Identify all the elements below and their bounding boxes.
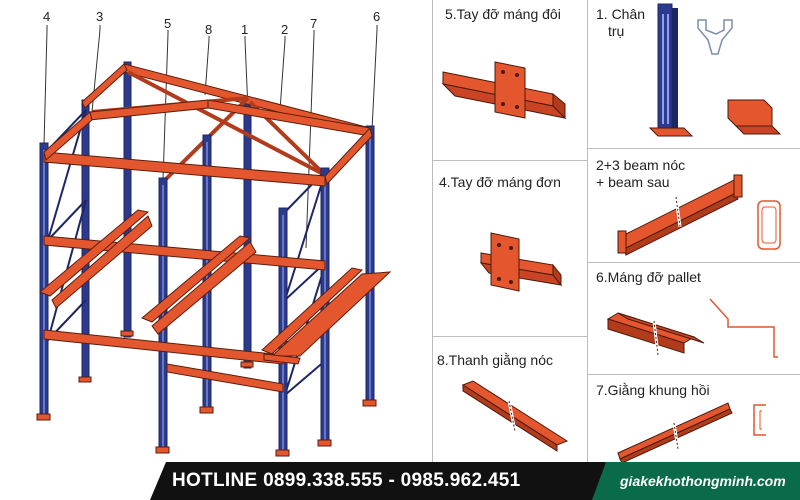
top-brace-illustration: [461, 380, 569, 452]
frame-brace-illustration: [617, 402, 766, 462]
panel-label: 4.Tay đỡ máng đơn: [439, 174, 561, 190]
callout-numbers: 4 3 5 8 1 2 7 6: [43, 9, 380, 37]
website-link[interactable]: giakekhothongminh.com: [620, 473, 786, 489]
single-arm-bracket-illustration: [479, 232, 563, 292]
callout-leaders: [43, 25, 378, 249]
upright-column-illustration: [648, 3, 782, 137]
divider-h-right-2: [587, 262, 800, 263]
panel-label: 8.Thanh giằng nóc: [437, 352, 553, 368]
divider-h-left-1: [432, 160, 587, 161]
panel-label-line1: 1. Chân: [596, 6, 646, 22]
divider-h-right-3: [587, 374, 800, 375]
front-beams: [43, 99, 373, 393]
callout-5: 5: [164, 16, 171, 31]
base-plates: [36, 330, 377, 457]
panel-thanh-giang-noc: 8.Thanh giằng nóc: [433, 337, 587, 462]
hotline-text: HOTLINE 0899.338.555 - 0985.962.451: [172, 470, 521, 491]
top-beam-illustration: [617, 174, 781, 256]
callout-4: 4: [43, 9, 50, 24]
rack-assembly-diagram: 4 3 5 8 1 2 7 6: [36, 9, 392, 457]
panel-chan-tru: 1. Chân trụ: [588, 0, 800, 148]
panel-giang-khung-hoi: 7.Giằng khung hồi: [588, 375, 800, 462]
hotline-banner: [150, 462, 800, 500]
panel-label: 6.Máng đỡ pallet: [596, 269, 701, 285]
panel-tay-do-mang-doi: 5.Tay đỡ máng đôi: [433, 0, 587, 160]
panel-label-line2: + beam sau: [596, 174, 670, 190]
panel-label: 5.Tay đỡ máng đôi: [445, 6, 561, 22]
callout-3: 3: [96, 9, 103, 24]
panel-mang-do-pallet: 6.Máng đỡ pallet: [588, 263, 800, 374]
callout-2: 2: [281, 22, 288, 37]
pallet-rail-illustration: [606, 298, 778, 358]
panel-label: 7.Giằng khung hồi: [596, 382, 710, 398]
callout-1: 1: [241, 22, 248, 37]
callout-7: 7: [310, 16, 317, 31]
panel-label-line2: trụ: [608, 23, 625, 39]
callout-6: 6: [373, 9, 380, 24]
divider-h-right-1: [587, 148, 800, 149]
divider-mid: [587, 0, 588, 462]
panel-tay-do-mang-don: 4.Tay đỡ máng đơn: [433, 161, 587, 336]
divider-h-left-2: [432, 336, 587, 337]
callout-8: 8: [205, 22, 212, 37]
panel-beam-noc: 2+3 beam nóc + beam sau: [588, 149, 800, 262]
pallet-rails: [39, 209, 392, 365]
divider-left: [432, 0, 433, 462]
double-arm-bracket-illustration: [441, 61, 567, 120]
panel-label-line1: 2+3 beam nóc: [596, 157, 686, 173]
